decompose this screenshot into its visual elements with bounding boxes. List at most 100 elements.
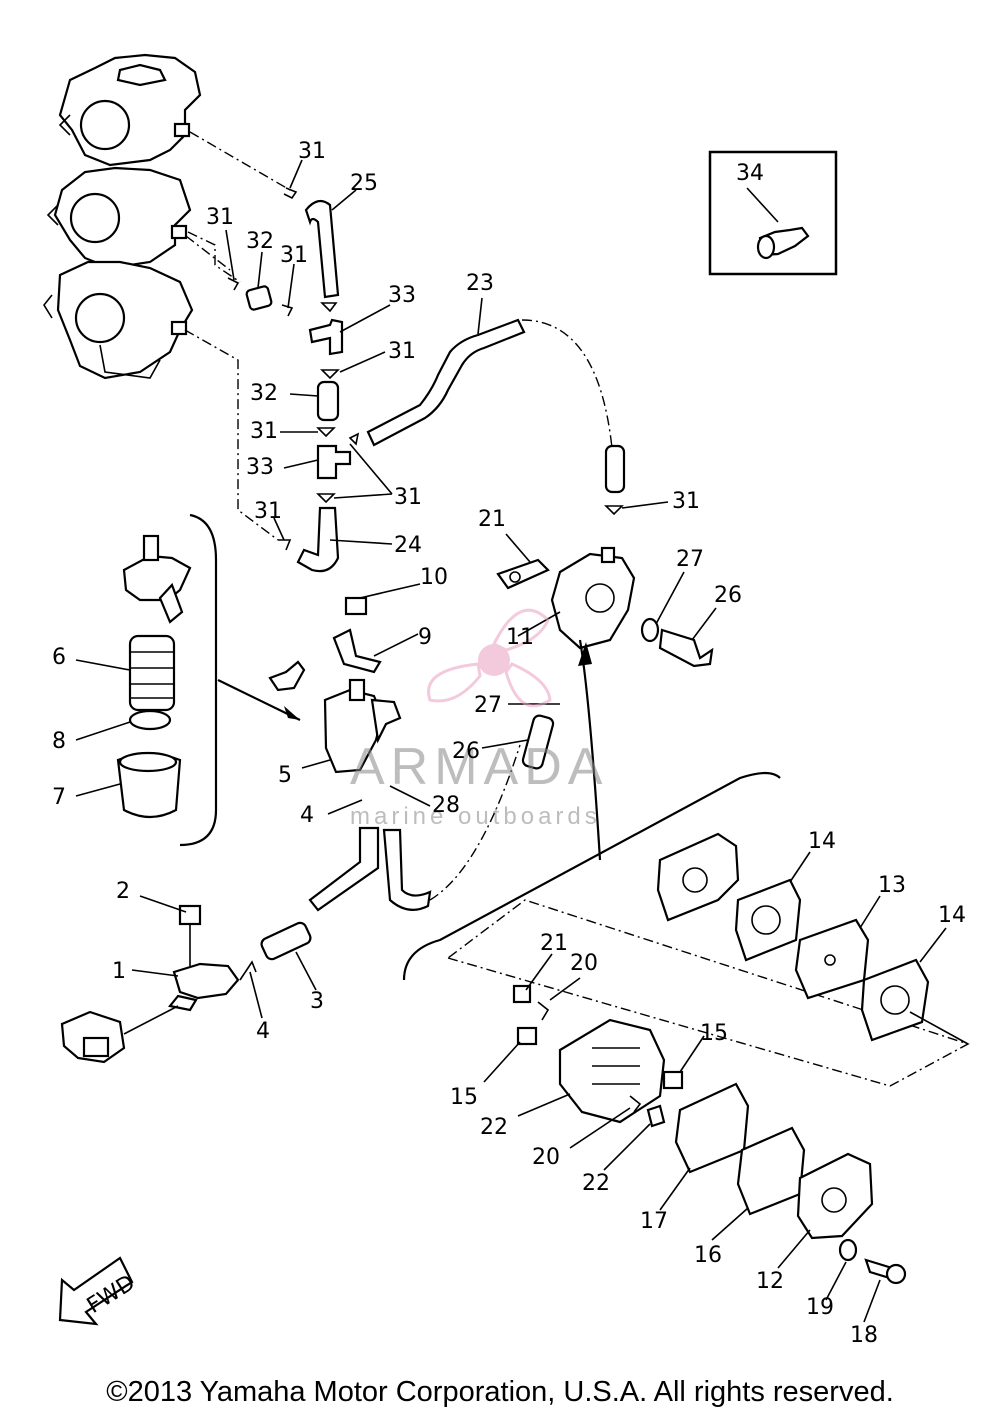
part-label: 4 bbox=[256, 1019, 270, 1044]
part-label: 32 bbox=[250, 381, 278, 406]
part-label: 31 bbox=[672, 489, 700, 514]
part-label: 6 bbox=[52, 645, 66, 670]
hose-26 bbox=[521, 714, 555, 770]
joint-3 bbox=[260, 921, 312, 961]
part-label: 22 bbox=[582, 1171, 610, 1196]
part-label: 27 bbox=[474, 693, 502, 718]
diaphragm-13 bbox=[794, 918, 870, 1000]
part-label: 24 bbox=[394, 533, 422, 558]
part-label: 28 bbox=[432, 793, 460, 818]
part-label: 31 bbox=[250, 419, 278, 444]
watermark-brand: ARMADA bbox=[350, 738, 608, 796]
part-label: 31 bbox=[298, 139, 326, 164]
bolt-24 bbox=[658, 628, 714, 668]
hose-30 bbox=[304, 199, 340, 299]
part-label: 15 bbox=[450, 1085, 478, 1110]
part-label: 4 bbox=[300, 803, 314, 828]
leader-lines bbox=[75, 159, 969, 1323]
washer-25 bbox=[640, 617, 660, 643]
part-label: 31 bbox=[254, 499, 282, 524]
part-label: 23 bbox=[466, 271, 494, 296]
nut-15a bbox=[516, 1026, 538, 1046]
fuel-pump-11 bbox=[550, 546, 636, 650]
part-label: 22 bbox=[480, 1115, 508, 1140]
filter-head bbox=[122, 534, 192, 624]
part-label: 31 bbox=[388, 339, 416, 364]
screw-9 bbox=[268, 660, 306, 692]
part-label: 21 bbox=[540, 931, 568, 956]
hose-3-upper bbox=[308, 826, 380, 912]
part-label: 25 bbox=[350, 171, 378, 196]
carburetor-assembly bbox=[43, 53, 202, 380]
watermark-tagline: marine outboards bbox=[350, 803, 601, 830]
copyright-notice: ©2013 Yamaha Motor Corporation, U.S.A. A… bbox=[106, 1376, 894, 1408]
inset-box-34 bbox=[708, 150, 838, 276]
joint-32-upper bbox=[245, 285, 273, 311]
clip-20a bbox=[537, 1001, 550, 1021]
nut-15b bbox=[662, 1070, 684, 1090]
part-label: 9 bbox=[418, 625, 432, 650]
connector-plug bbox=[60, 1010, 126, 1064]
part-label: 1 bbox=[112, 959, 126, 984]
part-label: 32 bbox=[246, 229, 274, 254]
part-label: 20 bbox=[532, 1145, 560, 1170]
hose-short-31 bbox=[604, 444, 626, 494]
part-label: 2 bbox=[116, 879, 130, 904]
part-label: 18 bbox=[850, 1323, 878, 1348]
part-label: 26 bbox=[714, 583, 742, 608]
part-label: 31 bbox=[206, 205, 234, 230]
part-number-labels: 31 25 31 32 31 33 23 31 32 31 33 31 31 2… bbox=[52, 139, 966, 1348]
part-label: 33 bbox=[388, 283, 416, 308]
part-label: 31 bbox=[280, 243, 308, 268]
part-label: 5 bbox=[278, 763, 292, 788]
tee-33-lower bbox=[316, 444, 352, 480]
filter-element-6 bbox=[128, 634, 176, 712]
hose-28 bbox=[366, 318, 526, 447]
armada-watermark: ARMADA marine outboards bbox=[350, 608, 608, 830]
part-label: 7 bbox=[52, 785, 66, 810]
part-label: 26 bbox=[452, 739, 480, 764]
gasket-23 bbox=[496, 558, 550, 590]
part-label: 33 bbox=[246, 455, 274, 480]
hose-fuel-return bbox=[382, 828, 432, 911]
part-label: 14 bbox=[808, 829, 836, 854]
bracket-9 bbox=[332, 628, 382, 674]
propeller-logo-icon bbox=[427, 608, 552, 708]
part-label: 17 bbox=[640, 1209, 668, 1234]
part-label: 14 bbox=[938, 903, 966, 928]
o-ring-8 bbox=[128, 709, 172, 731]
gasket-14b bbox=[860, 958, 930, 1042]
assembly-arrow bbox=[217, 679, 301, 721]
part-label: 34 bbox=[736, 161, 764, 186]
fuel-filter-5 bbox=[323, 678, 402, 774]
joint-32-lower bbox=[316, 380, 340, 422]
part-label: 21 bbox=[478, 507, 506, 532]
hose-29 bbox=[296, 506, 340, 573]
exploded-bracket bbox=[179, 513, 218, 847]
gasket-17 bbox=[674, 1082, 750, 1174]
cover-12 bbox=[796, 1152, 874, 1240]
part-label: 20 bbox=[570, 951, 598, 976]
part-label: 19 bbox=[806, 1295, 834, 1320]
part-label: 15 bbox=[700, 1021, 728, 1046]
clip-20b bbox=[629, 1095, 642, 1113]
part-label: 11 bbox=[506, 625, 534, 650]
part-label: 31 bbox=[394, 485, 422, 510]
part-label: 27 bbox=[676, 547, 704, 572]
screw-18 bbox=[864, 1258, 907, 1285]
nut-10 bbox=[344, 596, 368, 616]
screw-21b bbox=[646, 1104, 666, 1128]
washer-19 bbox=[838, 1238, 858, 1262]
part-label: 12 bbox=[756, 1269, 784, 1294]
kit-bracket bbox=[402, 771, 781, 981]
tee-33-upper bbox=[308, 318, 344, 356]
fwd-arrow-icon: FWD bbox=[58, 1256, 140, 1326]
hose-clips-31 bbox=[227, 187, 624, 551]
fuel-joint-1 bbox=[168, 904, 240, 1012]
part-label: 16 bbox=[694, 1243, 722, 1268]
diaphragm-16 bbox=[736, 1126, 806, 1216]
pump-body-22 bbox=[558, 1018, 666, 1124]
part-label: 3 bbox=[310, 989, 324, 1014]
part-label: 10 bbox=[420, 565, 448, 590]
